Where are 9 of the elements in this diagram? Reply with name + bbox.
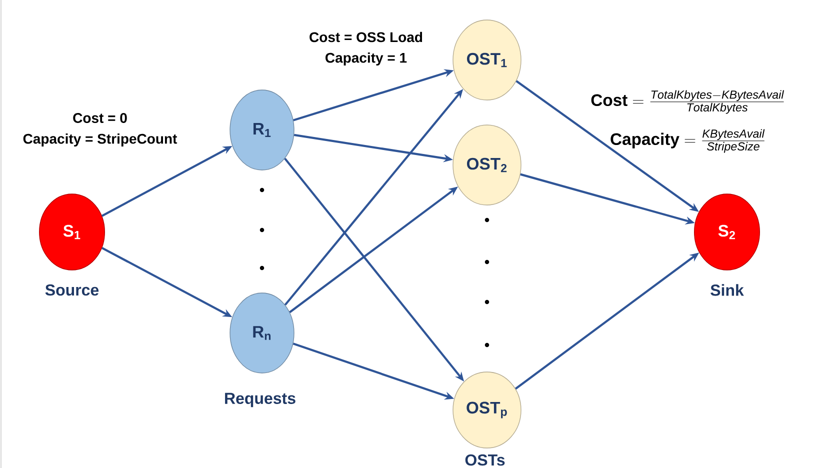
cost-capacity-text: Capacity = 1 xyxy=(326,52,407,66)
cost-capacity-text: Cost = 0 xyxy=(73,113,127,123)
formula-label: $\textbf{Capacity} = \frac{\mathit{KBytesAvail}}{\mathit{StripeSize}}$ xyxy=(610,129,765,153)
node-caption: Source xyxy=(45,284,99,296)
cost-capacity-text: Capacity = StripeCount xyxy=(23,133,178,147)
formula-label: $\textbf{Cost} = \frac{\mathit{TotalKbytes} - \mathit{KBytesAvail}}{\mathit{TotalKbytes}}$ xyxy=(591,90,784,114)
cost-capacity-text: Cost = OSS Load xyxy=(310,32,422,42)
group-label: Requests xyxy=(225,392,296,408)
node-caption: Sink xyxy=(710,284,744,296)
